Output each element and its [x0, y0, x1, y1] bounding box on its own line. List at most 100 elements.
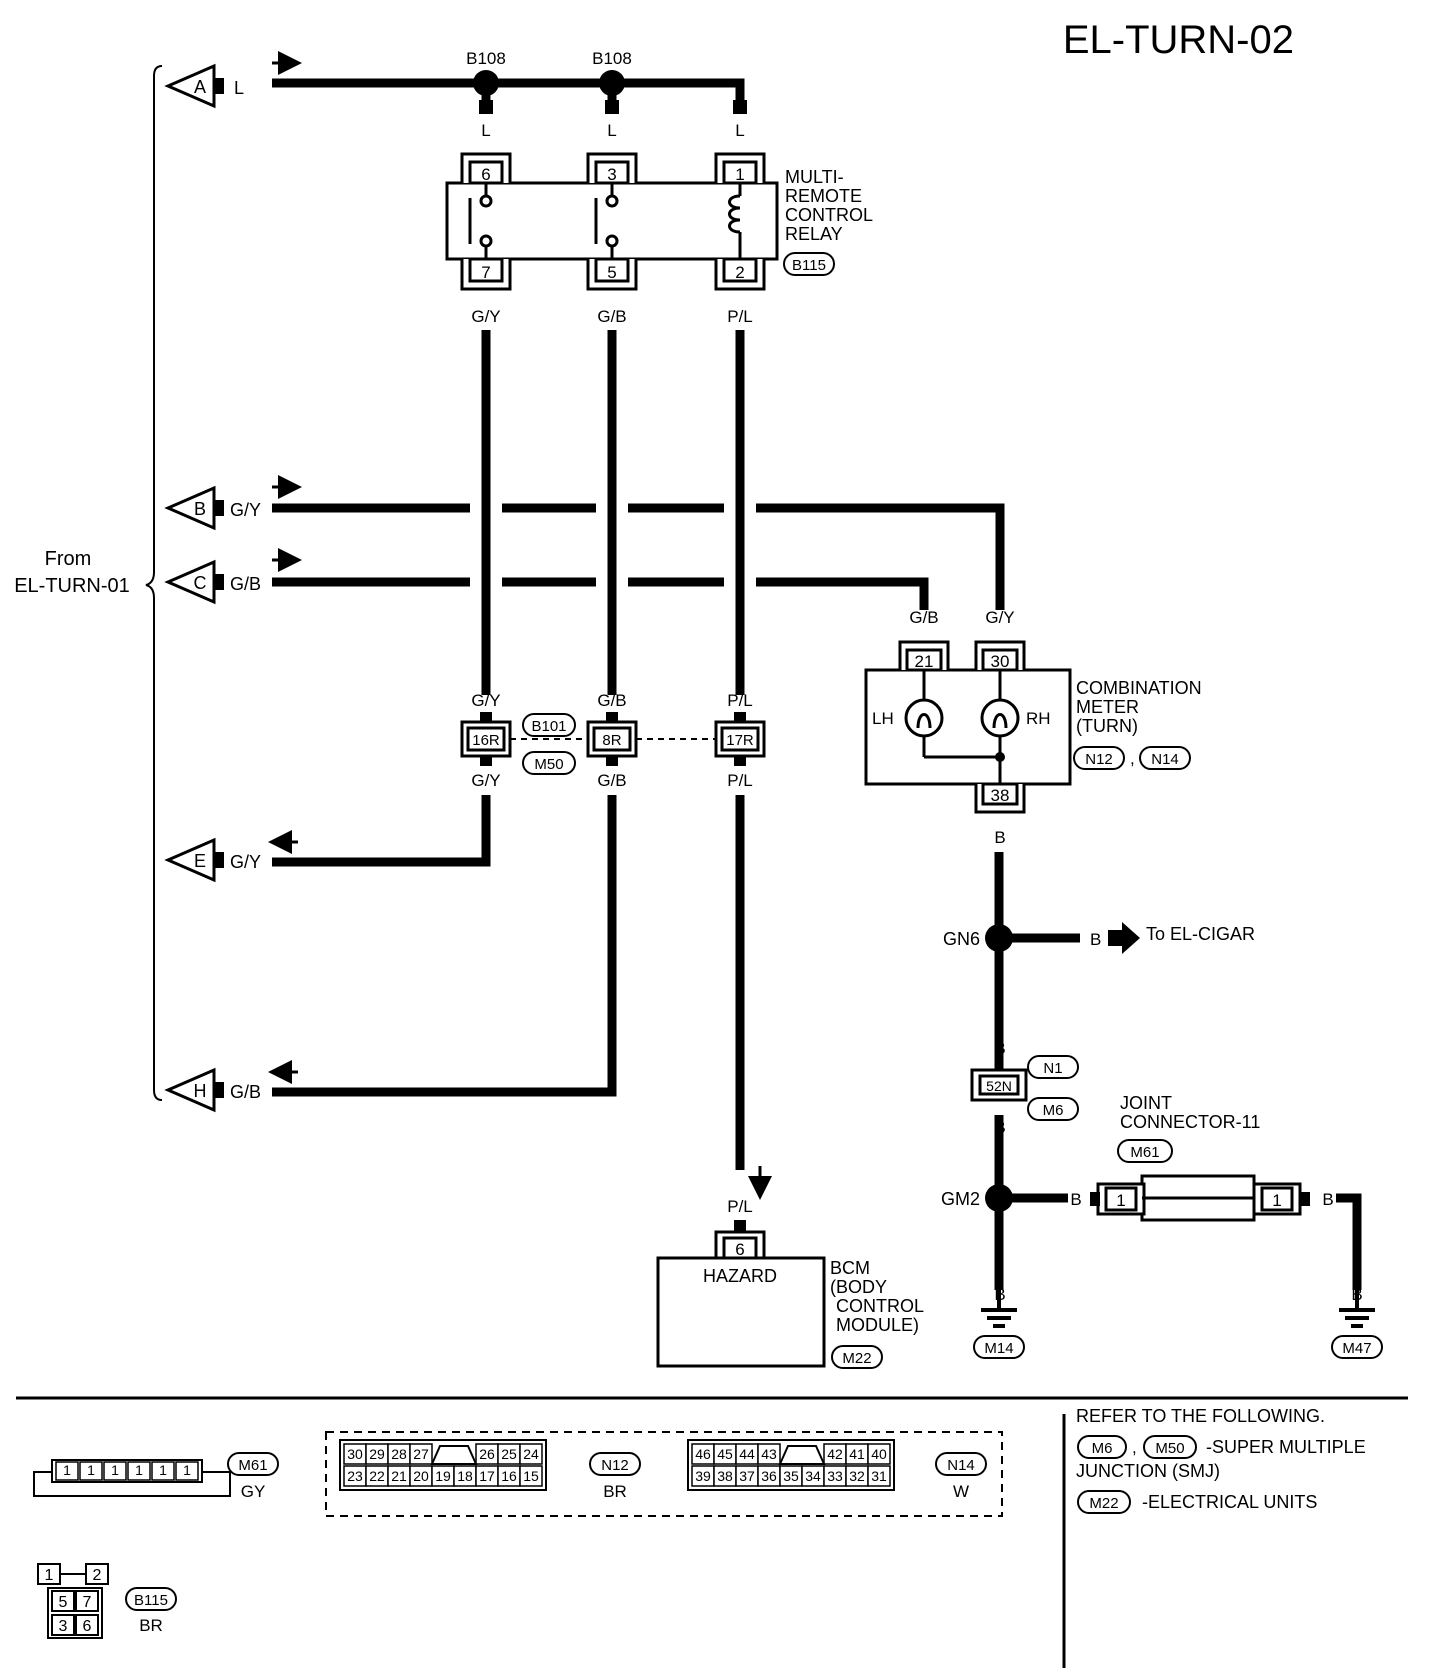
svg-text:38: 38 — [991, 786, 1010, 805]
bcm-module: P/L 6 HAZARD BCM (BODY CONTROL MODULE) M… — [656, 1166, 924, 1369]
legend-pin-label: 20 — [413, 1468, 429, 1484]
wire-label: L — [481, 121, 490, 140]
legend-pin-label: 22 — [369, 1468, 385, 1484]
svg-text:B: B — [1070, 1190, 1081, 1209]
svg-text:G/B: G/B — [230, 574, 261, 594]
svg-text:B101: B101 — [531, 718, 566, 735]
svg-text:G/Y: G/Y — [985, 608, 1014, 627]
svg-text:M61: M61 — [238, 1457, 267, 1474]
legend-pin-label: 1 — [87, 1462, 95, 1478]
svg-text:W: W — [953, 1482, 969, 1501]
svg-text:8R: 8R — [602, 732, 621, 749]
svg-text:P/L: P/L — [727, 691, 753, 710]
legend-pin-label: 40 — [871, 1446, 887, 1462]
legend-frame — [339, 1439, 547, 1491]
wire-label: L — [735, 121, 744, 140]
legend-pin-label: 26 — [479, 1446, 495, 1462]
svg-text:6: 6 — [83, 1618, 92, 1635]
legend-pin-label: 15 — [523, 1468, 539, 1484]
legend-pin-label: 24 — [523, 1446, 539, 1462]
legend-pin — [175, 1461, 199, 1481]
svg-text:5: 5 — [607, 263, 616, 282]
legend-pin-label: 25 — [501, 1446, 517, 1462]
svg-text:B: B — [1322, 1190, 1333, 1209]
svg-text:BR: BR — [139, 1616, 163, 1635]
legend-pin-label: 1 — [135, 1462, 143, 1478]
from-label: From — [45, 548, 92, 570]
svg-text:JOINT: JOINT — [1120, 1093, 1172, 1113]
svg-text:30: 30 — [991, 652, 1010, 671]
connector-a: A L — [164, 63, 244, 109]
legend-pin — [519, 1465, 543, 1487]
svg-text:LH: LH — [872, 709, 894, 728]
direction-arrows — [268, 51, 302, 1084]
svg-text:N1: N1 — [1043, 1060, 1062, 1077]
legend-pin-label: 1 — [111, 1462, 119, 1478]
ground-m47: M47 — [1331, 1290, 1383, 1359]
svg-text:2: 2 — [735, 263, 744, 282]
svg-text:M47: M47 — [1342, 1340, 1371, 1357]
legend-pin-label: 31 — [871, 1468, 887, 1484]
svg-text:1: 1 — [1116, 1191, 1125, 1210]
svg-text:M14: M14 — [984, 1340, 1013, 1357]
legend-pin — [151, 1461, 175, 1481]
legend-pin-label: 46 — [695, 1446, 711, 1462]
svg-text:G/B: G/B — [597, 771, 626, 790]
svg-text:BCM: BCM — [830, 1258, 870, 1278]
wire-label: P/L — [727, 307, 753, 326]
svg-text:17R: 17R — [726, 732, 754, 749]
legend-pin — [867, 1443, 891, 1465]
legend-pin — [409, 1443, 433, 1465]
legend-keyway — [778, 1445, 826, 1465]
page-title: EL-TURN-02 — [1062, 18, 1294, 62]
multi-remote-control-relay: 6 3 1 7 5 2 MULTI- REMOTE CONTROL RELAY … — [445, 152, 873, 291]
legend-pin-label: 28 — [391, 1446, 407, 1462]
svg-text:1: 1 — [1272, 1191, 1281, 1210]
svg-text:6: 6 — [481, 165, 490, 184]
svg-text:COMBINATION: COMBINATION — [1076, 678, 1202, 698]
svg-text:B108: B108 — [466, 49, 506, 68]
legend-refer-notes: REFER TO THE FOLLOWING. M6 , M50 -SUPER … — [1076, 1406, 1366, 1514]
legend-pin — [519, 1443, 543, 1465]
legend-pin-label: 41 — [849, 1446, 865, 1462]
svg-text:7: 7 — [83, 1594, 92, 1611]
legend-pin-label: 45 — [717, 1446, 733, 1462]
svg-text:(TURN): (TURN) — [1076, 716, 1138, 736]
svg-text:B: B — [1090, 930, 1101, 949]
svg-text:P/L: P/L — [727, 771, 753, 790]
legend-pin-label: 43 — [761, 1446, 777, 1462]
legend-pin-label: 37 — [739, 1468, 755, 1484]
svg-text:M50: M50 — [1155, 1440, 1184, 1457]
legend-pin-label: 17 — [479, 1468, 495, 1484]
legend-pin-label: 35 — [783, 1468, 799, 1484]
svg-text:GM2: GM2 — [941, 1189, 980, 1209]
svg-text:G/B: G/B — [597, 691, 626, 710]
legend-pin — [79, 1461, 103, 1481]
svg-text:16R: 16R — [472, 732, 500, 749]
legend-pin-label: 1 — [63, 1462, 71, 1478]
svg-text:A: A — [194, 77, 206, 97]
svg-text:M6: M6 — [1092, 1440, 1113, 1457]
svg-text:B: B — [994, 1118, 1005, 1137]
connector-e: E G/Y — [164, 837, 261, 883]
svg-text:3: 3 — [59, 1618, 68, 1635]
legend-pin-label: 19 — [435, 1468, 451, 1484]
svg-text:7: 7 — [481, 263, 490, 282]
svg-text:1: 1 — [735, 165, 744, 184]
svg-text:B: B — [994, 828, 1005, 847]
legend-b115-connector: 1 2 5 7 3 6 B115 BR — [37, 1563, 177, 1639]
svg-text:METER: METER — [1076, 697, 1139, 717]
svg-text:CONTROL: CONTROL — [785, 205, 873, 225]
svg-text:B115: B115 — [792, 257, 826, 274]
svg-text:,: , — [1130, 749, 1135, 768]
legend-pin-label: 33 — [827, 1468, 843, 1484]
from-label-source: EL-TURN-01 — [14, 575, 130, 597]
svg-text:To EL-CIGAR: To EL-CIGAR — [1146, 924, 1255, 944]
svg-text:M22: M22 — [842, 1350, 871, 1367]
svg-text:CONNECTOR-11: CONNECTOR-11 — [1120, 1112, 1260, 1132]
svg-text:-SUPER MULTIPLE: -SUPER MULTIPLE — [1206, 1437, 1366, 1457]
svg-text:P/L: P/L — [727, 1197, 753, 1216]
svg-text:B: B — [994, 1039, 1005, 1058]
svg-text:B: B — [194, 499, 206, 519]
